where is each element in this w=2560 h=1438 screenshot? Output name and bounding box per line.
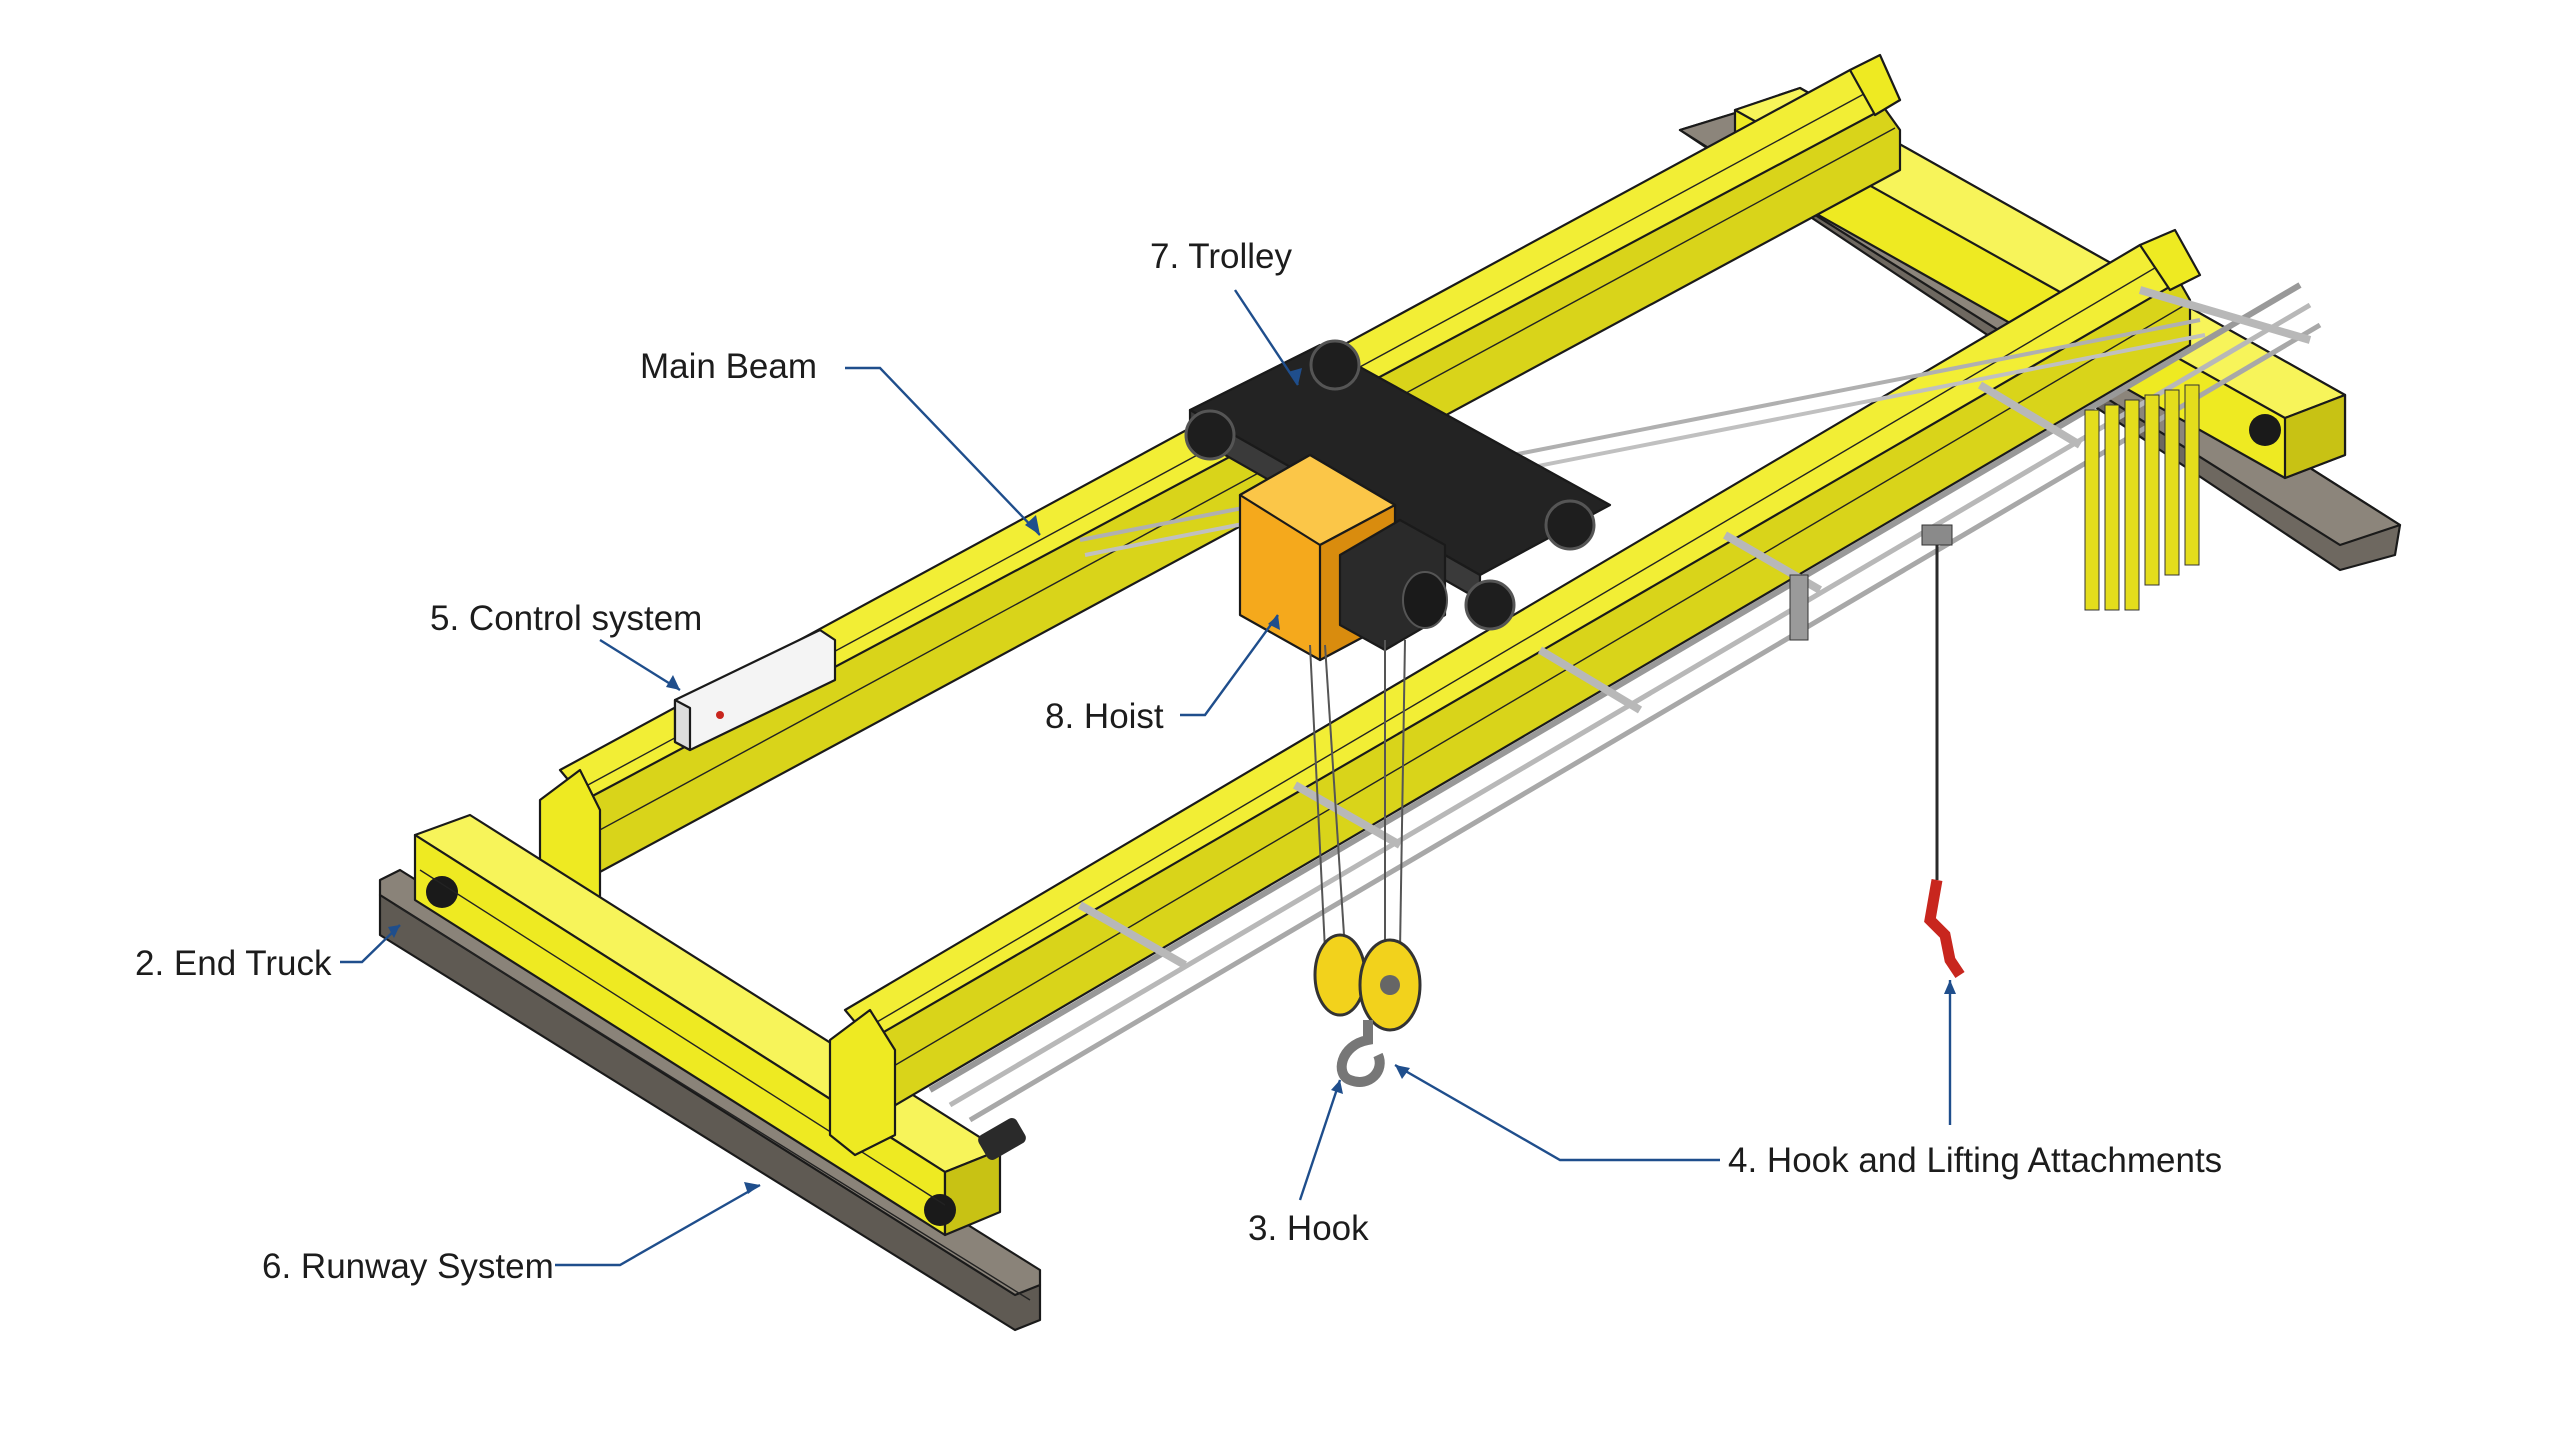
- label-hook-attachments: 4. Hook and Lifting Attachments: [1728, 1141, 2222, 1180]
- leader-lines: [340, 289, 1952, 1267]
- arrowheads: [388, 368, 1956, 1194]
- control-box-icon: [673, 628, 837, 752]
- hoist-ropes: [1309, 639, 1406, 951]
- label-hook: 3. Hook: [1248, 1209, 1369, 1248]
- pulley-block-icon: [1313, 933, 1422, 1032]
- label-runway-system: 6. Runway System: [262, 1247, 554, 1286]
- label-end-truck: 2. End Truck: [135, 944, 332, 983]
- front-girder: [828, 228, 2202, 1157]
- label-hoist: 8. Hoist: [1045, 697, 1164, 736]
- label-trolley: 7. Trolley: [1150, 237, 1292, 276]
- hook-icon: [1336, 1020, 1385, 1087]
- label-control-system: 5. Control system: [430, 599, 702, 638]
- pendant-hoist: [1789, 524, 1965, 979]
- label-main-beam: Main Beam: [640, 347, 817, 386]
- hoist: [1238, 453, 1448, 662]
- festoon-cables: [2084, 384, 2200, 611]
